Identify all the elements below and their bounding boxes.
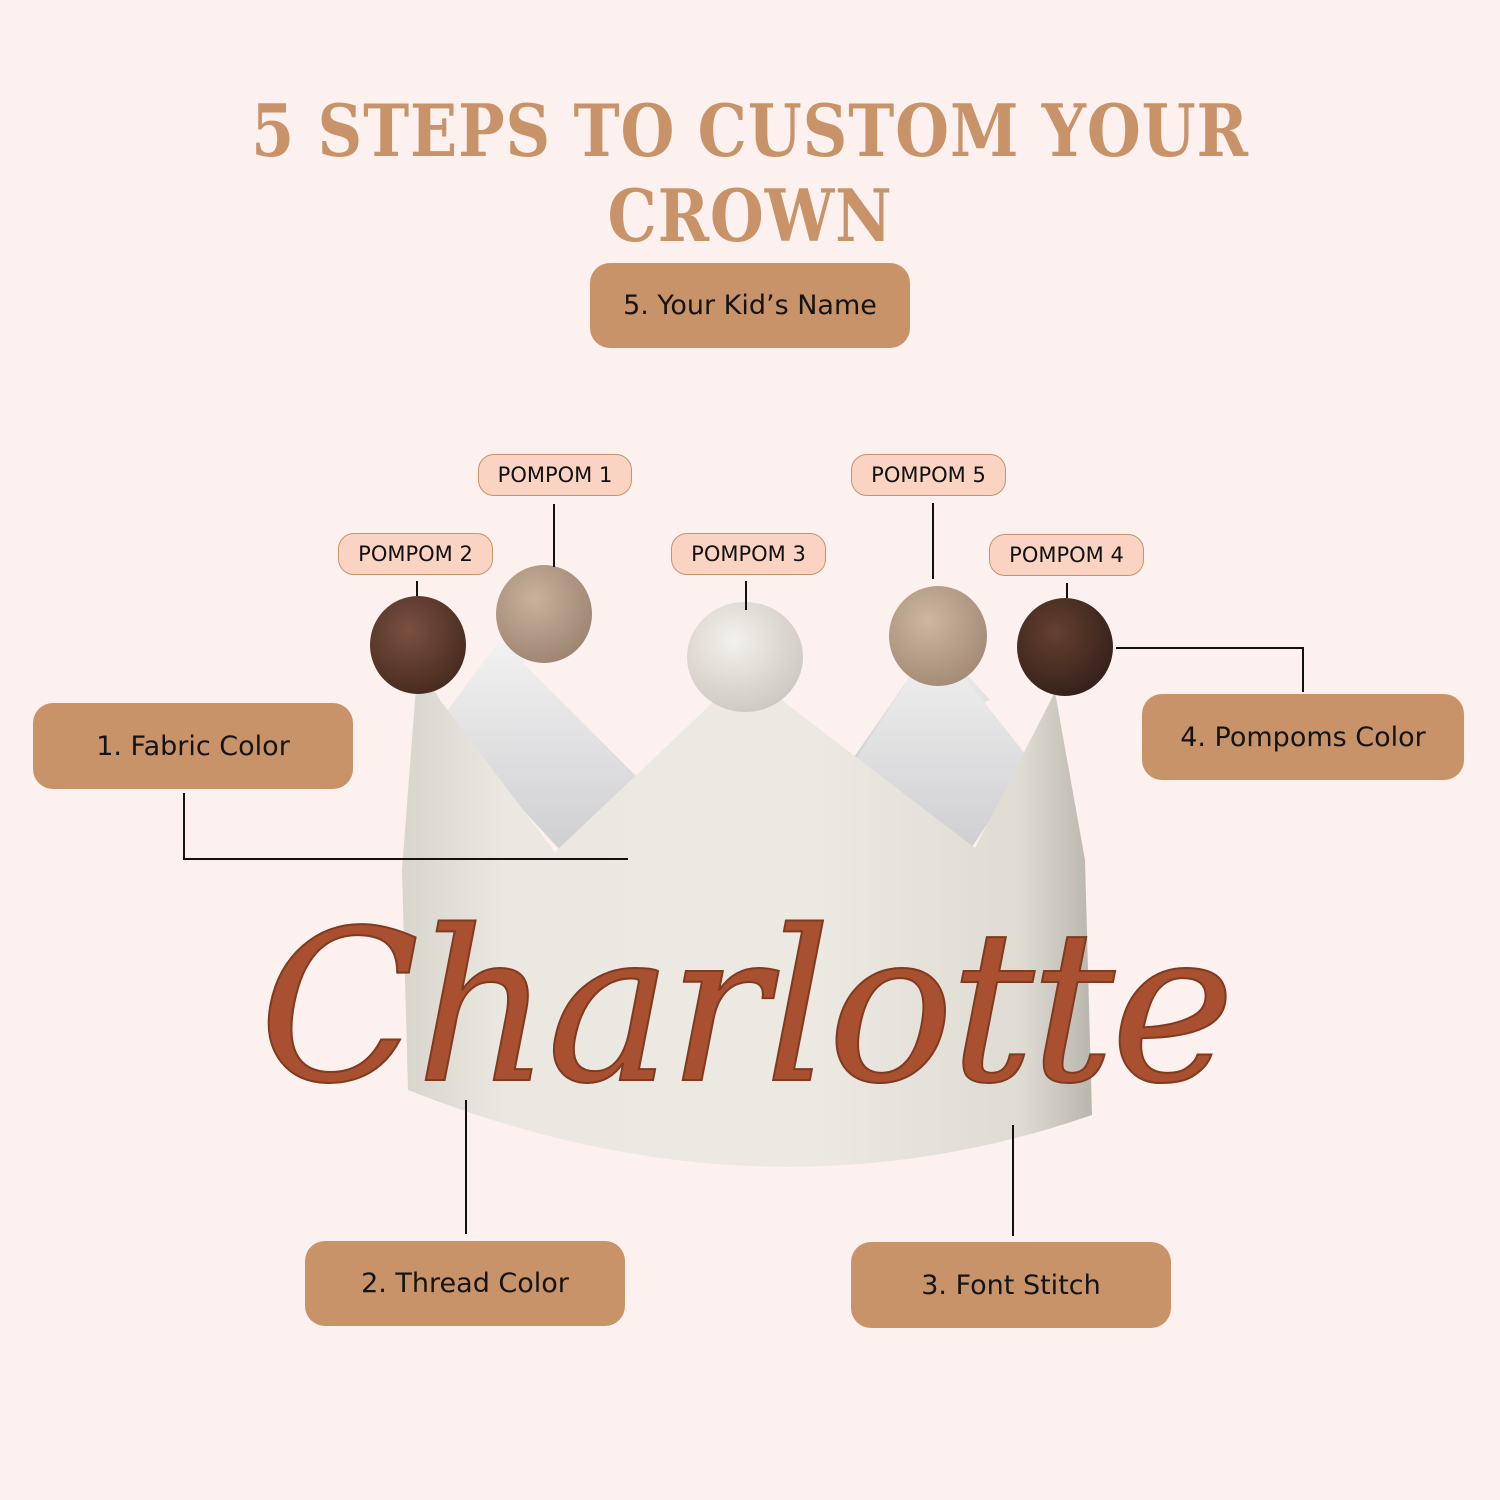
pompom-1-text: POMPOM 1 bbox=[497, 463, 613, 487]
pompom-4-ball bbox=[1017, 598, 1113, 696]
pompom-3-label: POMPOM 3 bbox=[671, 533, 826, 575]
pompom-1-ball bbox=[496, 565, 592, 663]
step-1-connector-vertical bbox=[183, 793, 185, 860]
pompom-3-connector bbox=[745, 581, 747, 610]
pompom-5-text: POMPOM 5 bbox=[871, 463, 986, 487]
step-4-label: 4. Pompoms Color bbox=[1180, 721, 1426, 753]
step-5-kids-name: 5. Your Kid’s Name bbox=[590, 263, 910, 348]
pompom-5-label: POMPOM 5 bbox=[851, 454, 1006, 496]
pompom-3-ball bbox=[687, 602, 803, 712]
page-title: 5 STEPS TO CUSTOM YOUR CROWN bbox=[251, 88, 1249, 258]
step-3-label: 3. Font Stitch bbox=[921, 1269, 1101, 1301]
pompom-5-ball bbox=[889, 586, 987, 686]
step-4-connector-vertical bbox=[1302, 647, 1304, 692]
step-1-fabric-color: 1. Fabric Color bbox=[33, 703, 353, 789]
step-1-connector-horizontal bbox=[183, 858, 628, 860]
step-3-connector bbox=[1012, 1125, 1014, 1236]
step-2-label: 2. Thread Color bbox=[361, 1268, 569, 1299]
step-4-pompoms-color: 4. Pompoms Color bbox=[1142, 694, 1464, 780]
pompom-2-label: POMPOM 2 bbox=[338, 533, 493, 575]
pompom-4-connector bbox=[1066, 583, 1068, 598]
step-2-thread-color: 2. Thread Color bbox=[305, 1241, 625, 1326]
step-2-connector bbox=[465, 1100, 467, 1234]
step-1-label: 1. Fabric Color bbox=[96, 730, 290, 762]
pompom-1-label: POMPOM 1 bbox=[478, 454, 632, 496]
pompom-4-text: POMPOM 4 bbox=[1009, 543, 1124, 567]
pompom-5-connector bbox=[932, 503, 934, 579]
pompom-2-text: POMPOM 2 bbox=[358, 542, 473, 566]
step-3-font-stitch: 3. Font Stitch bbox=[851, 1242, 1171, 1328]
pompom-2-ball bbox=[370, 596, 466, 694]
pompom-4-label: POMPOM 4 bbox=[989, 534, 1144, 576]
pompom-2-connector bbox=[416, 581, 418, 596]
step-5-label: 5. Your Kid’s Name bbox=[623, 290, 877, 321]
pompom-1-connector bbox=[553, 504, 555, 567]
pompom-3-text: POMPOM 3 bbox=[691, 542, 806, 566]
embroidered-name: Charlotte bbox=[259, 885, 1231, 1130]
step-4-connector-horizontal bbox=[1116, 647, 1304, 649]
